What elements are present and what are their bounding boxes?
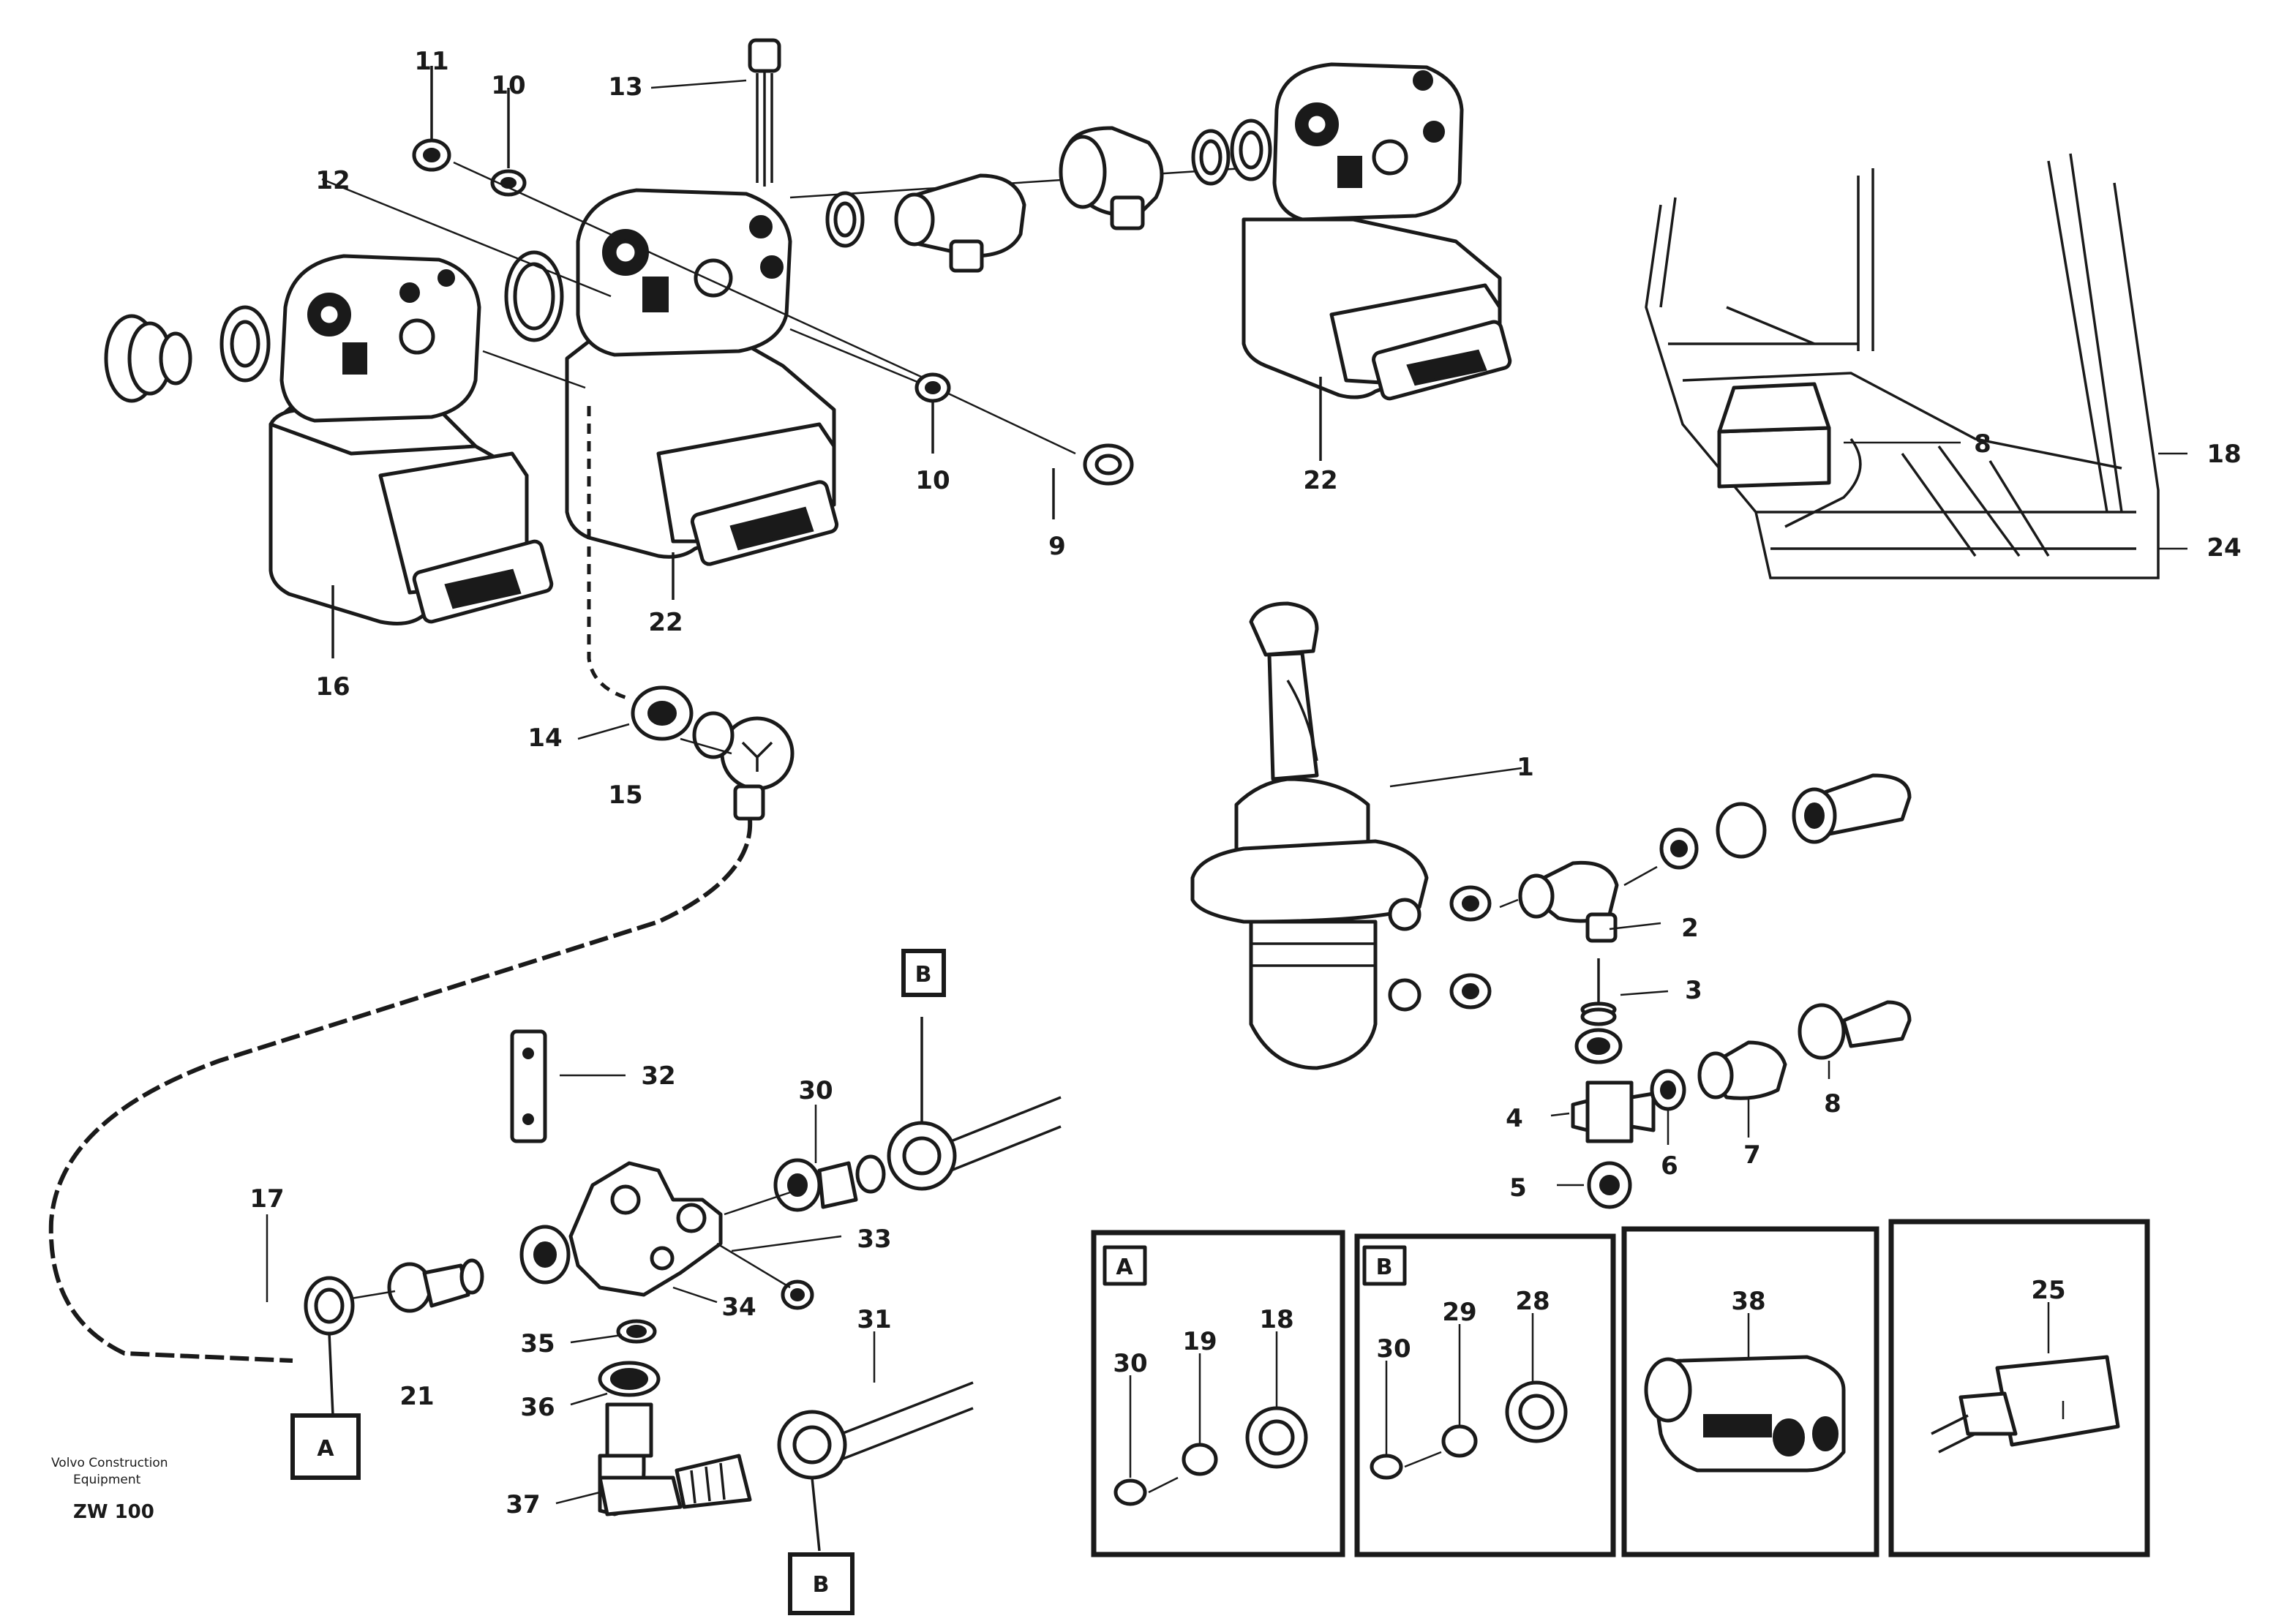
svg-text:A: A [317,1436,334,1462]
inset-label-a: A [1116,1255,1133,1280]
callout-14: 14 [527,723,562,753]
boxed-label-a-bottom: A [290,1413,361,1480]
fittings-lever-outlet [1449,773,1912,1010]
callout-21: 21 [399,1382,434,1411]
washer-10b [914,372,951,454]
callout-22a: 22 [1303,466,1337,495]
inset-label-b: B [1376,1255,1393,1280]
callout-15: 15 [608,781,642,810]
nut-9 [1052,443,1134,519]
nut-11 [412,66,451,172]
callout-4: 4 [1506,1104,1523,1133]
callout-8: 8 [1824,1089,1841,1119]
inset-d-callout-25: 25 [2031,1276,2065,1305]
callout-34: 34 [721,1293,756,1322]
hose-17 [48,819,753,1363]
valve-block-right [1242,62,1512,461]
callout-7: 7 [1743,1140,1761,1170]
cab-mounting-view [1645,153,2187,579]
inset-panel-c [1621,1226,1879,1557]
callout-33: 33 [857,1225,891,1254]
inset-a-callout-30: 30 [1113,1349,1147,1378]
washer-10 [490,88,527,197]
callout-22b: 22 [648,608,683,637]
callout-1: 1 [1517,753,1534,782]
inset-panel-b [1354,1233,1616,1557]
callout-13: 13 [608,72,642,102]
callout-18: 18 [2206,440,2241,469]
inset-a-callout-19: 19 [1182,1327,1217,1356]
inset-b-callout-29: 29 [1442,1298,1476,1327]
callout-37: 37 [506,1490,540,1519]
callout-35: 35 [520,1329,555,1358]
filter-15 [631,685,795,821]
valve-block-left [268,254,554,658]
svg-text:B: B [915,962,932,988]
callout-numbers: 11 10 13 12 10 9 22 16 22 14 15 1 2 3 4 … [249,47,2241,1519]
boxed-label-b-bottom: B [788,1552,855,1615]
manifold-assembly [510,1029,1062,1310]
pilot-control-lever [1190,601,1429,1070]
inset-a-callout-18: 18 [1259,1305,1293,1334]
adapter-stack [598,1319,974,1552]
reference-number: ZW 100 [73,1501,154,1523]
callout-5: 5 [1509,1173,1527,1203]
leader-lines [266,79,1830,1505]
inset-panel-a [1091,1230,1345,1557]
callout-6: 6 [1661,1151,1678,1181]
callout-17: 17 [249,1184,284,1214]
inset-panel-d [1888,1219,2150,1557]
callout-36: 36 [520,1393,555,1422]
fittings-upper-chain [825,119,1272,273]
callout-31: 31 [857,1305,891,1334]
callout-11: 11 [414,47,448,76]
drawing-reference: Volvo Construction Equipment ZW 100 [51,1456,168,1523]
callout-8b: 8 [1974,429,1991,459]
callout-10b: 10 [915,466,950,495]
bolt-13 [748,38,781,187]
inset-b-callout-30: 30 [1376,1334,1411,1364]
svg-text:B: B [813,1572,830,1598]
inset-c-callout-38: 38 [1731,1287,1765,1316]
callout-10: 10 [491,71,525,100]
callout-16: 16 [315,672,350,702]
callout-3: 3 [1685,976,1702,1005]
inset-b-callout-28: 28 [1515,1287,1550,1316]
callout-9: 9 [1048,532,1066,561]
valve-block-middle [565,188,839,701]
boxed-label-b-top: B [901,949,946,997]
callout-12: 12 [315,166,350,195]
fitting-21 [304,1258,484,1416]
fittings-tee-chain [1571,958,1912,1209]
reference-line-2: Equipment [73,1473,141,1487]
callout-32: 32 [641,1061,675,1091]
callout-30: 30 [798,1076,833,1105]
plug-left [104,305,271,403]
reference-line-1: Volvo Construction [51,1456,168,1470]
o-ring-12 [504,250,564,342]
callout-2: 2 [1681,914,1699,943]
callout-24: 24 [2206,533,2241,563]
